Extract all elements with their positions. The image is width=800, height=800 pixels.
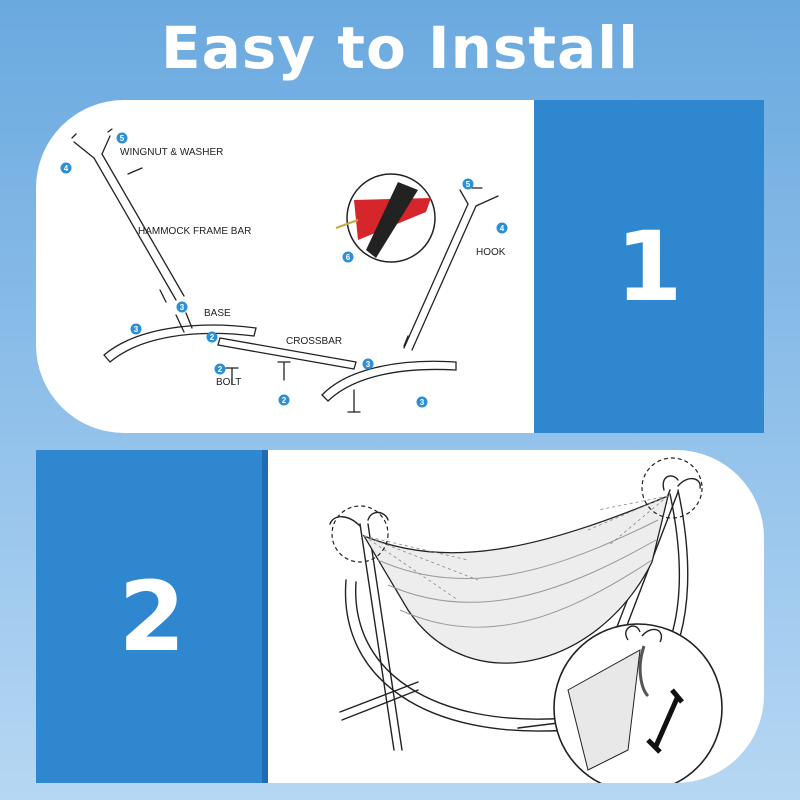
callout-number: 2	[282, 396, 287, 405]
callout-c4	[130, 323, 142, 335]
label-bolt: BOLT	[216, 377, 241, 388]
hammock-illustration	[329, 457, 723, 783]
callout-c7	[278, 394, 290, 406]
right-frame-bar	[403, 203, 477, 351]
adjust-arrow-icon	[646, 688, 684, 754]
callout-c8	[362, 358, 374, 370]
label-wingnut-washer: WINGNUT & WASHER	[120, 147, 223, 158]
step-number-2: 2	[118, 560, 186, 673]
step-number-1-box: 1	[534, 100, 764, 433]
callout-c11	[496, 222, 508, 234]
assembly-diagram-panel: WINGNUT & WASHER HAMMOCK FRAME BAR BASE …	[36, 100, 536, 433]
callout-number: 2	[210, 333, 215, 342]
top-left-detail-circle	[331, 505, 389, 563]
step-number-2-box: 2	[36, 450, 268, 783]
step-number-1: 1	[615, 210, 683, 323]
callout-number: 3	[134, 325, 139, 334]
callout-c3	[176, 301, 188, 313]
callout-number: 4	[500, 224, 505, 233]
rope-detail-circle	[335, 173, 436, 263]
callout-c9	[416, 396, 428, 408]
callout-number: 4	[64, 164, 69, 173]
step-2-edge	[262, 450, 270, 783]
label-hammock-frame-bar: HAMMOCK FRAME BAR	[138, 226, 251, 237]
callout-number: 3	[366, 360, 371, 369]
assembly-diagram: WINGNUT & WASHER HAMMOCK FRAME BAR BASE …	[60, 128, 508, 413]
callout-number: 6	[346, 253, 351, 262]
hammock-illustration-panel	[268, 450, 764, 783]
callout-number: 3	[420, 398, 425, 407]
hammock-body	[362, 494, 669, 664]
hook-zoom-circle	[553, 623, 723, 783]
label-hook: HOOK	[476, 247, 506, 258]
callout-number: 3	[180, 303, 185, 312]
callout-c12	[342, 251, 354, 263]
callout-number: 5	[120, 134, 125, 143]
crossbar	[217, 337, 357, 370]
callout-c6	[214, 363, 226, 375]
callout-c2	[60, 162, 72, 174]
left-frame-bar	[93, 153, 185, 301]
left-frame-yoke	[73, 135, 111, 159]
headline-easy-to-install: Easy to Install	[160, 14, 640, 82]
label-crossbar: CROSSBAR	[286, 336, 342, 347]
callout-c5	[206, 331, 218, 343]
right-frame-yoke	[459, 189, 499, 207]
left-base	[103, 324, 257, 363]
right-base	[321, 360, 457, 402]
callout-c1	[116, 132, 128, 144]
label-base: BASE	[204, 308, 231, 319]
top-right-detail-circle	[641, 457, 703, 519]
callout-number: 5	[466, 180, 471, 189]
callout-number: 2	[218, 365, 223, 374]
callout-c10	[462, 178, 474, 190]
